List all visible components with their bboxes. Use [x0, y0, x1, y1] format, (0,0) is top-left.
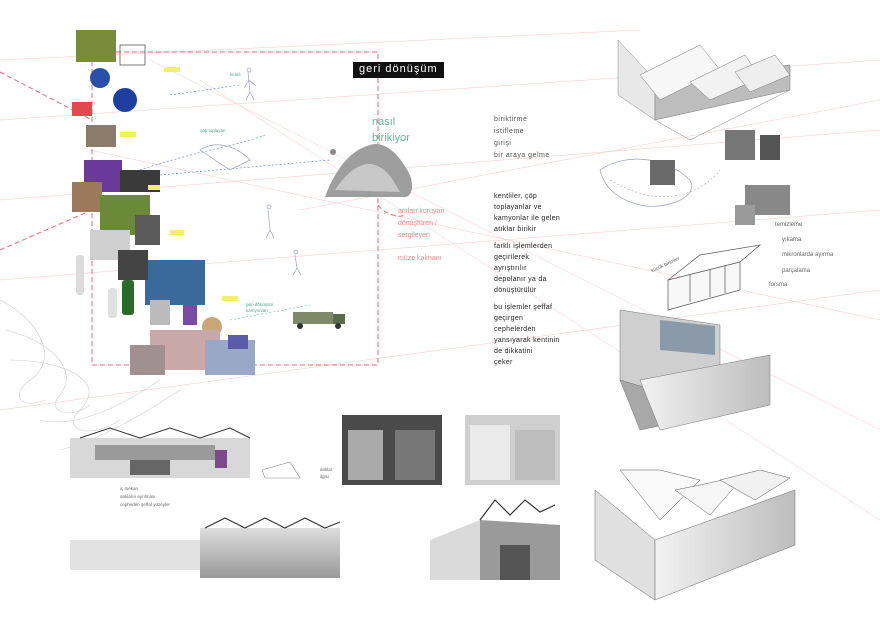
truck-label-2: kamyonları [246, 308, 269, 313]
para1-line4: atıklar birikir [494, 226, 537, 233]
interior-label-2: atıkların ayrılması [120, 494, 156, 499]
process-1: temizleme [775, 222, 803, 228]
step-4: bir araya gelme [494, 152, 550, 159]
para1-line1: kentliler, çöp [494, 193, 538, 200]
para2-line2: geçirilerek [494, 254, 530, 261]
collector-label: çöp toplayan [200, 128, 226, 133]
para2-line4: depolanır ya da [494, 276, 547, 283]
process-4: parçalama [782, 268, 811, 274]
interior-label-1: iç mekan [120, 486, 139, 491]
waste-heap [325, 144, 413, 197]
connectors [139, 84, 331, 321]
elevation-left [70, 427, 301, 479]
process-5: forsma [769, 282, 788, 288]
step-1: biriktirme [494, 116, 528, 123]
para2-line5: dönüştürülür [494, 287, 537, 294]
heading-line-2: birikiyor [372, 132, 410, 144]
para3-line1: bu işlemler şeffaf [494, 304, 553, 311]
para3-line6: çeker [494, 359, 513, 366]
pink-label-1: anıları koruyan [398, 208, 445, 215]
building-bottom-right [594, 469, 796, 601]
swirl-lines [0, 299, 181, 451]
para1-line3: kamyonlar ile gelen [494, 215, 561, 222]
sawtooth-roof-top [617, 39, 791, 141]
waste-collage [72, 30, 255, 375]
page-title: geri dönüşüm [353, 62, 444, 78]
para3-line2: geçirgen [494, 315, 524, 322]
facade-corner [619, 309, 771, 431]
para2-line1: farklı işlemlerden [494, 243, 553, 250]
machinery-sketch [609, 130, 790, 225]
process-2: yıkama [782, 237, 802, 243]
recycling-truck [293, 312, 345, 329]
step-3: girişi [494, 140, 512, 147]
heading-line-1: nasıl [372, 116, 396, 128]
pink-label-3: sergileyen [398, 232, 430, 239]
step-2: istifleme [494, 128, 525, 135]
truck-label-1: geri dönüşüm [246, 302, 274, 307]
elevation-long [70, 517, 341, 578]
citizen-label: kentli [230, 72, 241, 77]
interior-label-3: cepheden şeffaf yüzeyler [120, 502, 170, 507]
pink-label-4: müze kalmanı [398, 255, 442, 262]
para3-line5: de dikkatini [494, 348, 533, 355]
pink-label-2: dönüştüren / [398, 220, 437, 227]
para3-line4: yansıyarak kentinin [494, 337, 560, 344]
dashed-frame [0, 51, 406, 366]
small-units [667, 244, 762, 311]
para1-line2: toplayanlar ve [494, 204, 542, 211]
para2-line3: ayrıştırılır [494, 265, 527, 272]
para3-line3: cephelerden [494, 326, 536, 333]
waste-label-1: atıklar [320, 467, 333, 472]
building-bottom-mid [430, 499, 560, 580]
interior-views [342, 415, 560, 485]
sticky-notes [120, 67, 238, 301]
sketch-figures [199, 67, 692, 276]
process-3: mikronlarda ayırma [782, 252, 834, 258]
waste-label-2: ilgisi [320, 474, 329, 479]
